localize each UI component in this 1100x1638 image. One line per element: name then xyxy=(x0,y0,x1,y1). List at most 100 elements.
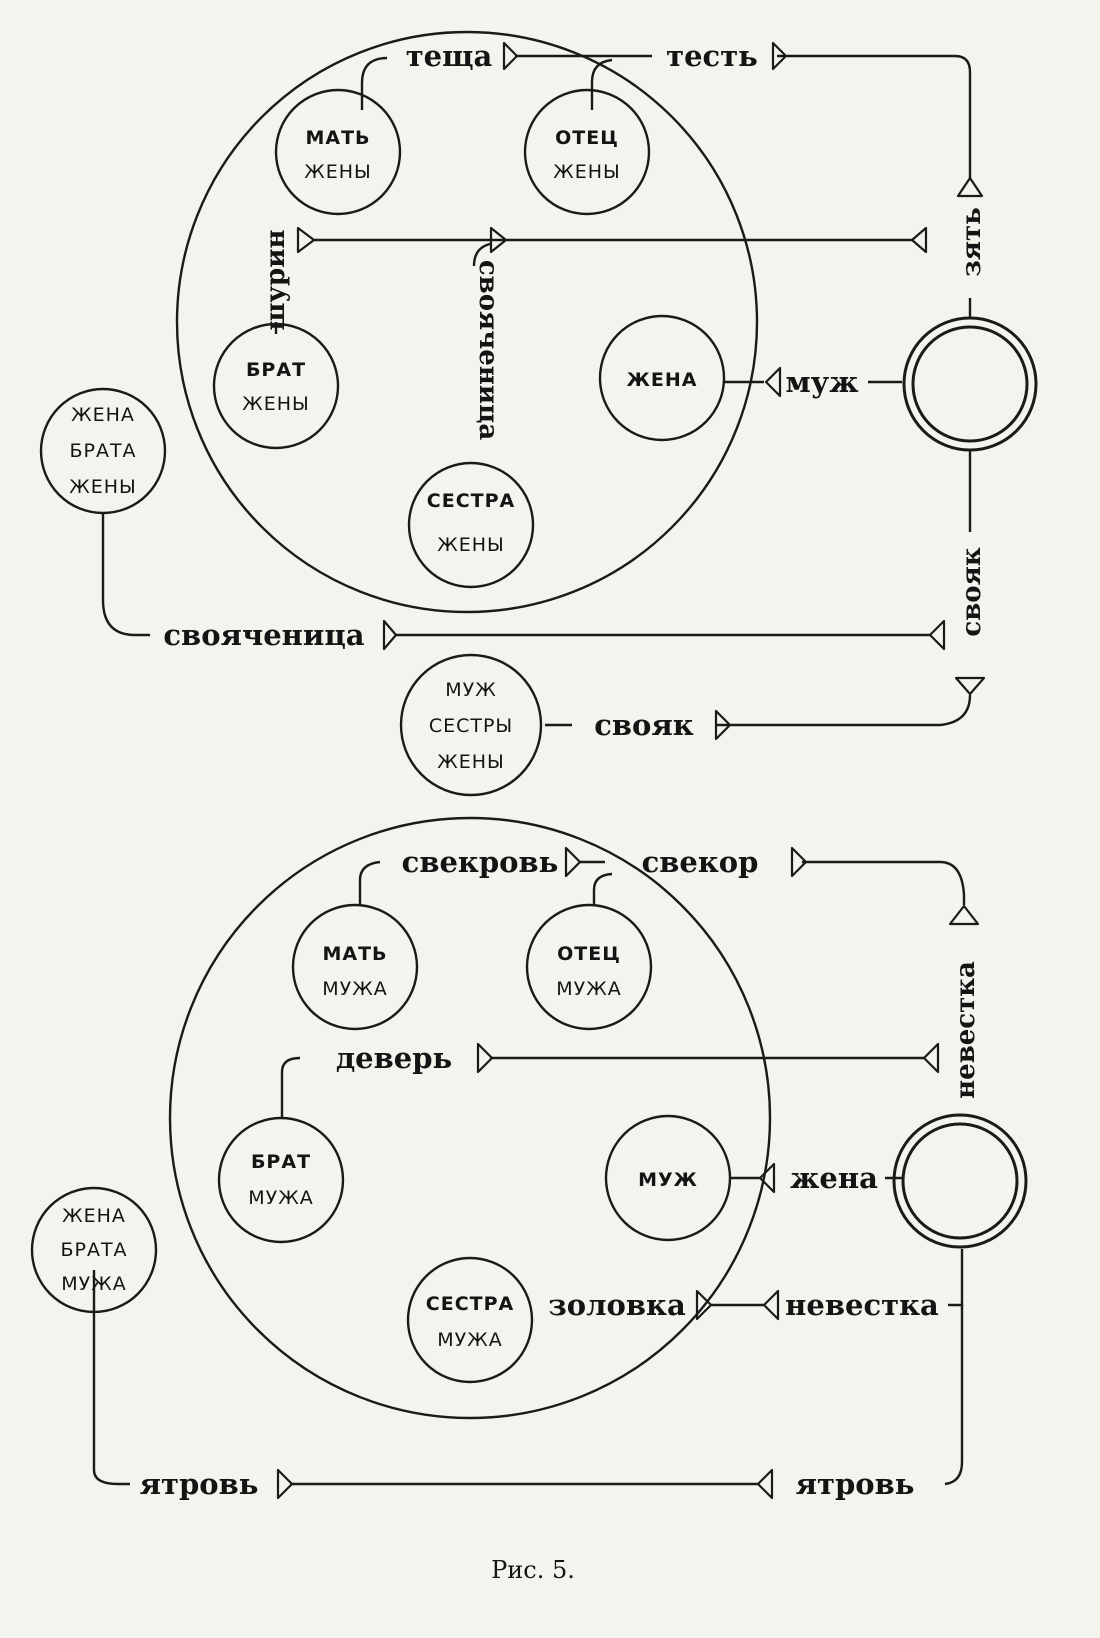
label-yatrov-right: ятровь xyxy=(796,1467,915,1501)
wife-father-connector xyxy=(590,58,613,110)
arrow-triangle xyxy=(564,846,582,878)
svg-text:БРАТА: БРАТА xyxy=(60,1239,127,1261)
svg-text:БРАТ: БРАТ xyxy=(251,1151,311,1173)
svg-text:БРАТ: БРАТ xyxy=(246,359,306,381)
ego-yatrov-line xyxy=(944,1305,964,1486)
arrow-triangle xyxy=(956,176,984,198)
husband-father-connector xyxy=(592,872,613,905)
svg-text:БРАТА: БРАТА xyxy=(69,440,136,462)
svg-text:ЖЕНЫ: ЖЕНЫ xyxy=(242,393,310,415)
husband-brother-wife-line xyxy=(92,1270,130,1486)
arrow-triangle xyxy=(764,366,782,398)
arrow-triangle xyxy=(948,904,980,926)
label-dever: деверь xyxy=(336,1041,452,1075)
label-shurin: шурин xyxy=(261,229,291,330)
arrow-triangle xyxy=(922,1042,940,1074)
svg-text:ОТЕЦ: ОТЕЦ xyxy=(557,943,621,965)
label-svoyak-vertical: свояк xyxy=(957,547,987,636)
label-svoyachenitsa: свояченица xyxy=(163,618,364,652)
label-svekrov: свекровь xyxy=(402,845,559,879)
test-zyat-line xyxy=(777,54,972,178)
node-wife-mother: МАТЬ ЖЕНЫ xyxy=(274,88,402,216)
label-svoyak: свояк xyxy=(594,708,694,742)
node-husband-brother: БРАТ МУЖА xyxy=(217,1116,345,1244)
svg-text:ЖЕНЫ: ЖЕНЫ xyxy=(553,161,621,183)
svg-text:МАТЬ: МАТЬ xyxy=(305,127,370,149)
arrow-triangle xyxy=(762,1289,780,1321)
svg-text:СЕСТРЫ: СЕСТРЫ xyxy=(429,715,513,737)
label-teshcha: теща xyxy=(406,39,493,73)
node-husband-sister: СЕСТРА МУЖА xyxy=(406,1256,534,1384)
label-yatrov-left: ятровь xyxy=(140,1467,259,1501)
arrow-triangle xyxy=(954,676,986,696)
bottom-diagram: свекровь свекор невестка деверь жена зол… xyxy=(30,816,1028,1501)
arrow-triangle xyxy=(296,226,316,254)
svg-text:МУЖА: МУЖА xyxy=(437,1329,502,1351)
wife-brother-wife-line xyxy=(101,513,150,637)
arrow-triangle xyxy=(790,846,808,878)
svg-text:МУЖА: МУЖА xyxy=(322,978,387,1000)
label-zolovka: золовка xyxy=(548,1288,686,1322)
label-nevestka-vertical: невестка xyxy=(951,961,981,1099)
node-husband-mother: МАТЬ МУЖА xyxy=(291,903,419,1031)
node-wife: ЖЕНА xyxy=(598,314,726,442)
arrow-triangle xyxy=(489,226,508,254)
arrow-triangle xyxy=(382,619,398,651)
label-zhena: жена xyxy=(790,1161,878,1195)
label-nevestka: невестка xyxy=(785,1288,939,1322)
ego-nevestka-line xyxy=(948,1249,964,1307)
arrow-triangle xyxy=(502,41,519,71)
label-test: тесть xyxy=(666,39,758,73)
top-diagram: теща тесть зять шурин свояченица муж сво… xyxy=(39,30,1038,797)
node-ego-bottom xyxy=(892,1113,1028,1249)
svg-text:МУЖА: МУЖА xyxy=(248,1187,313,1209)
wife-family-circle xyxy=(175,30,759,614)
svekor-nevestka-line xyxy=(802,860,966,905)
arrow-triangle xyxy=(476,1042,494,1074)
svg-text:ЖЕНА: ЖЕНА xyxy=(62,1205,126,1227)
wife-mother-connector xyxy=(360,56,388,110)
node-wife-sister-husband: МУЖ СЕСТРЫ ЖЕНЫ xyxy=(399,653,543,797)
label-svoyachenitsa-vertical: свояченица xyxy=(473,260,503,441)
node-ego-top xyxy=(902,316,1038,452)
arrow-triangle xyxy=(928,619,946,651)
node-husband-brother-wife: ЖЕНА БРАТА МУЖА xyxy=(30,1186,158,1314)
husband-mother-connector xyxy=(358,860,381,905)
husband-family-circle xyxy=(168,816,772,1420)
arrow-triangle xyxy=(714,709,732,741)
figure-caption: Рис. 5. xyxy=(491,1556,575,1584)
svg-text:ОТЕЦ: ОТЕЦ xyxy=(555,127,619,149)
svg-text:СЕСТРА: СЕСТРА xyxy=(427,490,515,512)
arrow-triangle xyxy=(756,1468,774,1500)
arrow-triangle xyxy=(758,1162,776,1194)
svg-text:МАТЬ: МАТЬ xyxy=(322,943,387,965)
svg-text:МУЖ: МУЖ xyxy=(445,679,496,701)
svg-text:МУЖА: МУЖА xyxy=(556,978,621,1000)
svg-text:ЖЕНЫ: ЖЕНЫ xyxy=(437,751,505,773)
husband-brother-connector xyxy=(280,1056,301,1118)
svg-text:ЖЕНА: ЖЕНА xyxy=(627,369,698,391)
svg-text:ЖЕНЫ: ЖЕНЫ xyxy=(437,534,505,556)
svg-text:ЖЕНЫ: ЖЕНЫ xyxy=(304,161,372,183)
arrow-triangle xyxy=(771,41,788,71)
arrow-triangle xyxy=(276,1468,294,1500)
svoyak-bottom-line xyxy=(716,694,972,727)
svg-text:СЕСТРА: СЕСТРА xyxy=(426,1293,514,1315)
svg-text:ЖЕНЫ: ЖЕНЫ xyxy=(69,476,137,498)
node-wife-father: ОТЕЦ ЖЕНЫ xyxy=(523,88,651,216)
svg-text:МУЖА: МУЖА xyxy=(61,1273,126,1295)
label-muzh: муж xyxy=(785,365,858,399)
node-husband: МУЖ xyxy=(604,1114,732,1242)
node-husband-father: ОТЕЦ МУЖА xyxy=(525,903,653,1031)
node-wife-brother: БРАТ ЖЕНЫ xyxy=(212,322,340,450)
svg-text:ЖЕНА: ЖЕНА xyxy=(71,404,135,426)
label-svekor: свекор xyxy=(642,845,759,879)
node-wife-sister: СЕСТРА ЖЕНЫ xyxy=(407,461,535,589)
label-zyat: зять xyxy=(957,207,987,277)
arrow-triangle xyxy=(695,1289,713,1321)
node-wife-brother-wife: ЖЕНА БРАТА ЖЕНЫ xyxy=(39,387,167,515)
arrow-triangle xyxy=(910,226,928,254)
svg-text:МУЖ: МУЖ xyxy=(638,1169,698,1191)
svoyachenitsa-connector xyxy=(472,242,491,267)
